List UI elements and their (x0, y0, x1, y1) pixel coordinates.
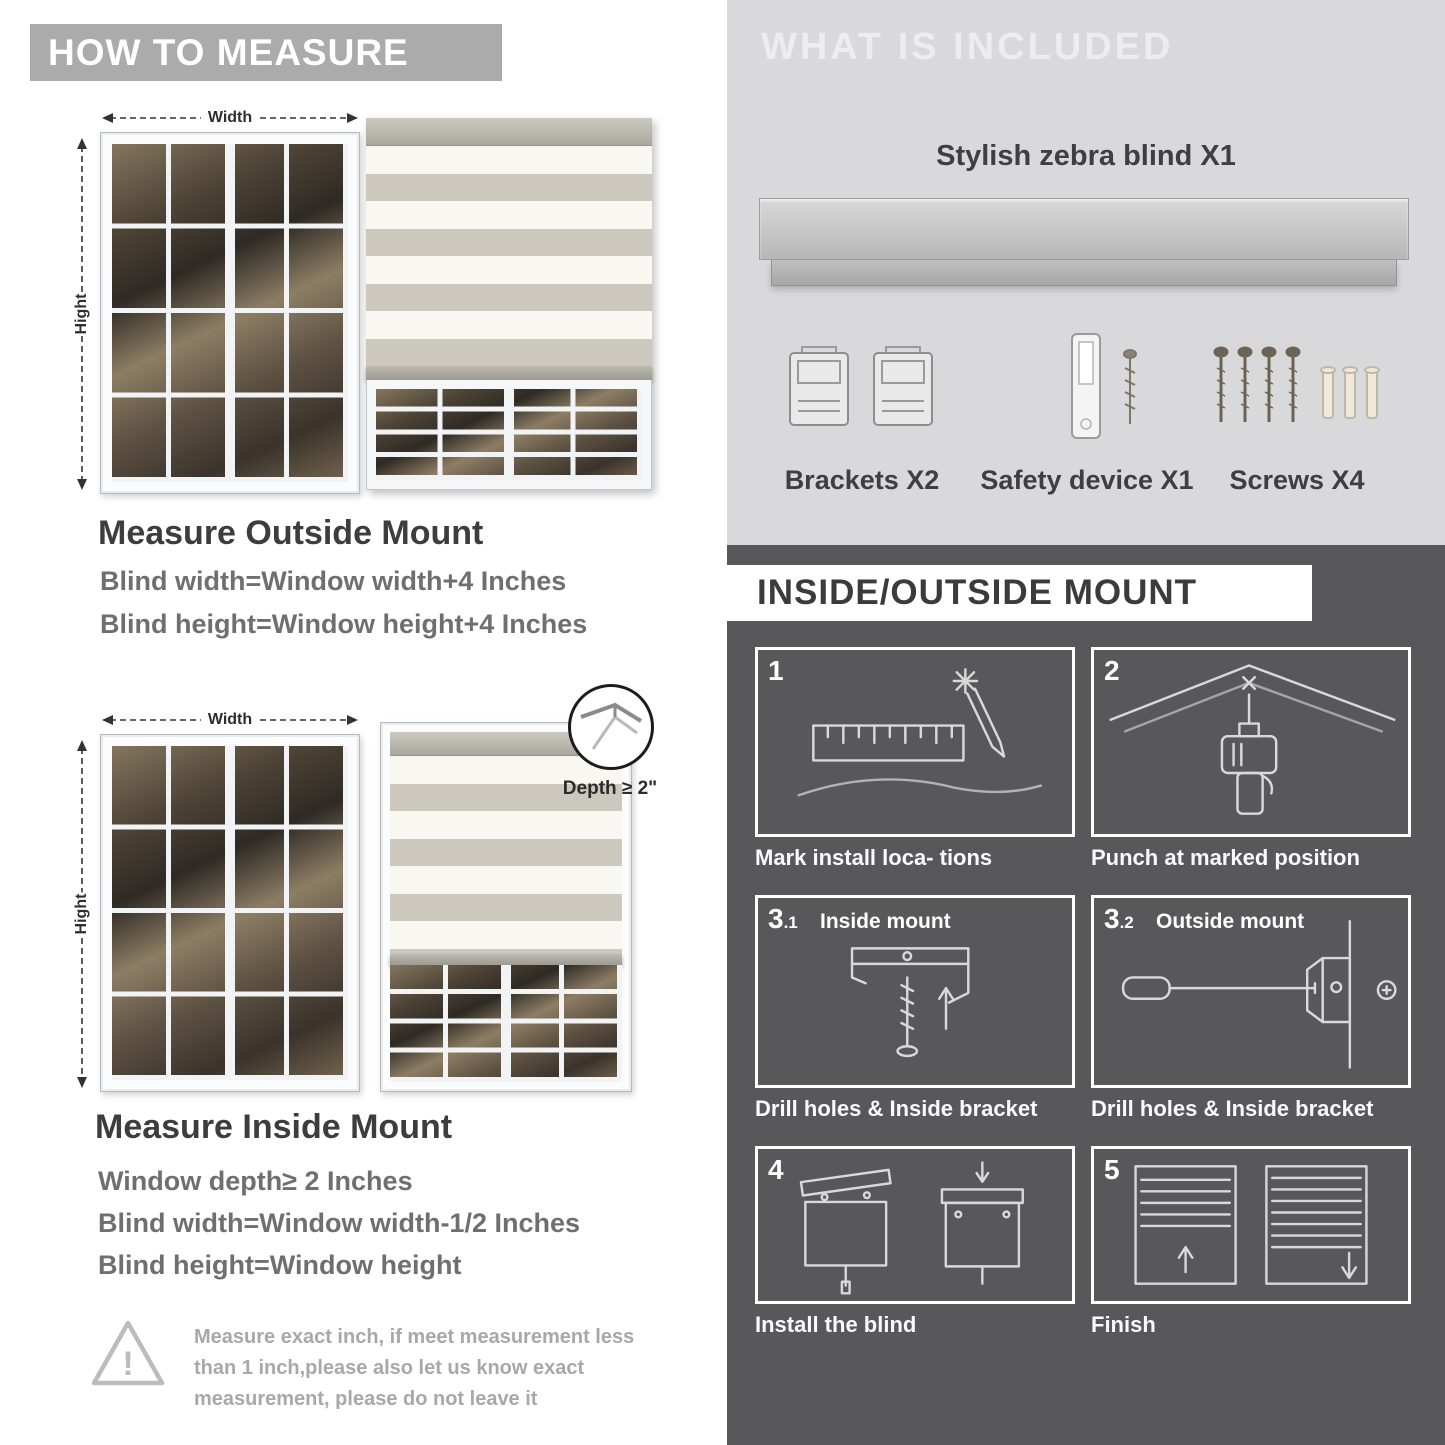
outside-height-formula: Blind height=Window height+4 Inches (100, 609, 588, 639)
blind-cassette (366, 118, 652, 146)
inside-bracket-art-icon (850, 947, 970, 1058)
inside-outside-mount-banner: INSIDE/OUTSIDE MOUNT (727, 565, 1312, 621)
step-4-box: 4 (755, 1146, 1075, 1304)
blind-bottom-rail (390, 954, 622, 965)
how-to-measure-section: HOW TO MEASURE Width Hight (0, 0, 712, 1445)
window-panes (390, 965, 622, 1082)
window-peek (366, 380, 652, 490)
step-1-box: 1 (755, 647, 1075, 837)
warning-triangle-icon: ! (91, 1320, 165, 1386)
width-label: Width (200, 710, 260, 730)
width-arrow: Width (100, 708, 360, 732)
zebra-blind-photo (366, 118, 652, 490)
step-caption: Punch at marked position (1091, 845, 1360, 870)
measurement-warning-note: ! Measure exact inch, if meet measuremen… (88, 1316, 648, 1415)
window-photo (100, 132, 360, 494)
blind-headrail-underside (771, 260, 1397, 286)
step-2: 2 (1091, 647, 1411, 871)
inside-mounted-blind-photo (380, 722, 632, 1092)
step-caption: Finish (1091, 1312, 1156, 1337)
width-arrow: Width (100, 106, 360, 130)
mark-locations-art-icon (797, 668, 1043, 797)
outside-bracket-art-icon (1121, 920, 1397, 1069)
step-caption: Mark install loca- tions (755, 845, 993, 870)
step-caption: Drill holes & Inside bracket (755, 1096, 1038, 1121)
outside-mount-title: Measure Outside Mount (98, 514, 484, 552)
blind-headrail-image (759, 198, 1409, 260)
width-label: Width (200, 108, 260, 128)
finish-art-icon (1134, 1165, 1368, 1285)
outside-width-formula: Blind width=Window width+4 Inches (100, 566, 567, 596)
depth-magnifier-icon (568, 684, 654, 770)
step-5-box: 5 (1091, 1146, 1411, 1304)
step-number: 3.1 (768, 903, 798, 934)
step-caption: Drill holes & Inside bracket (1091, 1096, 1374, 1121)
window-panes (112, 746, 348, 1080)
what-is-included-banner: WHAT IS INCLUDED (761, 26, 1174, 68)
inside-height-formula: Blind height=Window height (98, 1250, 462, 1280)
step-4: 4 (755, 1146, 1075, 1338)
step-number: 3.2 (1104, 903, 1134, 934)
safety-device-label: Safety device X1 (980, 465, 1194, 495)
svg-text:!: ! (122, 1345, 133, 1383)
blind-stripes (390, 756, 622, 954)
step-3-1: 3.1 Inside mount (755, 895, 1075, 1122)
zebra-blind-label: Stylish zebra blind X1 (936, 140, 1236, 172)
window-photo (100, 734, 360, 1092)
step-3-1-box: 3.1 Inside mount (755, 895, 1075, 1088)
window-panes (112, 144, 348, 482)
step-number: 5 (1104, 1154, 1120, 1185)
step-inline-label: Outside mount (1156, 910, 1305, 933)
step-number: 1 (768, 655, 784, 686)
installation-steps: 1 Mark install loca- tion (755, 647, 1415, 1338)
install-blind-art-icon (799, 1161, 1024, 1295)
how-to-measure-banner-text: HOW TO MEASURE (48, 31, 409, 73)
warning-text: Measure exact inch, if meet measurement … (194, 1326, 635, 1410)
inside-outside-mount-panel: INSIDE/OUTSIDE MOUNT 1 (727, 545, 1445, 1445)
inside-width-formula: Blind width=Window width-1/2 Inches (98, 1208, 581, 1238)
step-1: 1 Mark install loca- tion (755, 647, 1075, 871)
screws-label: Screws X4 (1229, 465, 1365, 495)
screws-image (1213, 346, 1380, 422)
step-inline-label: Inside mount (820, 910, 951, 933)
step-5: 5 Finish (1091, 1146, 1411, 1338)
step-caption: Install the blind (755, 1312, 917, 1337)
step-3-2-box: 3.2 Outside mount (1091, 895, 1411, 1088)
height-label: Hight (66, 892, 98, 936)
blind-bottom-rail (366, 366, 652, 380)
inside-depth-requirement: Window depth≥ 2 Inches (98, 1166, 413, 1196)
height-arrow: Hight (66, 738, 98, 1090)
right-section: WHAT IS INCLUDED Stylish zebra blind X1 (727, 0, 1445, 1445)
inside-mount-figure: Width Hight (50, 684, 662, 1098)
brackets-label: Brackets X2 (784, 465, 940, 495)
drill-art-icon (1109, 664, 1396, 815)
depth-callout-label: Depth ≥ 2" (562, 778, 658, 799)
step-number: 4 (768, 1154, 784, 1185)
height-arrow: Hight (66, 136, 98, 492)
height-label: Hight (66, 292, 98, 336)
outside-mount-figure: Width Hight (50, 96, 662, 498)
step-number: 2 (1104, 655, 1120, 686)
safety-device-image (1071, 333, 1137, 439)
step-3-2: 3.2 Outside mount (1091, 895, 1411, 1122)
what-is-included-panel: WHAT IS INCLUDED Stylish zebra blind X1 (727, 0, 1445, 545)
how-to-measure-banner: HOW TO MEASURE (30, 24, 502, 81)
step-2-box: 2 (1091, 647, 1411, 837)
inside-mount-title: Measure Inside Mount (95, 1108, 453, 1146)
blind-stripes (366, 146, 652, 366)
brackets-image (789, 346, 933, 426)
